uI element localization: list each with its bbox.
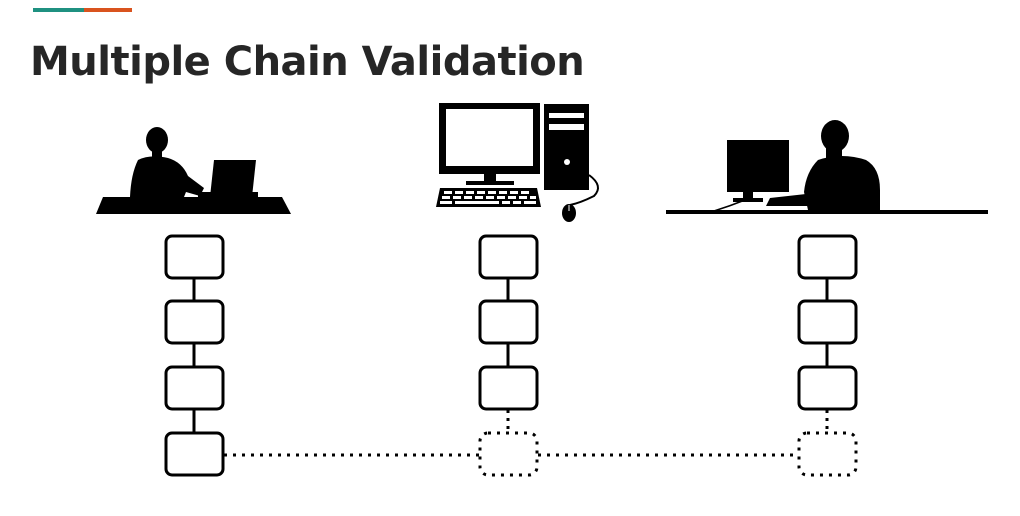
blockchain-1: [164, 234, 225, 477]
desktop-user-icon: [666, 120, 988, 214]
blockchain-3: [797, 234, 858, 477]
chain-block: [478, 234, 539, 280]
accent-bar: [33, 8, 132, 12]
chain-block: [164, 431, 225, 477]
chain-block: [478, 365, 539, 411]
chain-block: [164, 365, 225, 411]
laptop-user-icon: [96, 127, 291, 214]
accent-bar-orange: [84, 8, 132, 12]
chain-block: [164, 299, 225, 345]
chain-block: [797, 234, 858, 280]
chain-block: [797, 365, 858, 411]
pending-chain-block: [797, 431, 858, 477]
chain-block: [478, 299, 539, 345]
chain-block: [164, 234, 225, 280]
slide-title: Multiple Chain Validation: [30, 39, 585, 85]
chain-block: [797, 299, 858, 345]
pending-chain-block: [478, 431, 539, 477]
accent-bar-teal: [33, 8, 84, 12]
desktop-computer-icon: [436, 103, 599, 222]
blockchain-2: [478, 234, 539, 477]
